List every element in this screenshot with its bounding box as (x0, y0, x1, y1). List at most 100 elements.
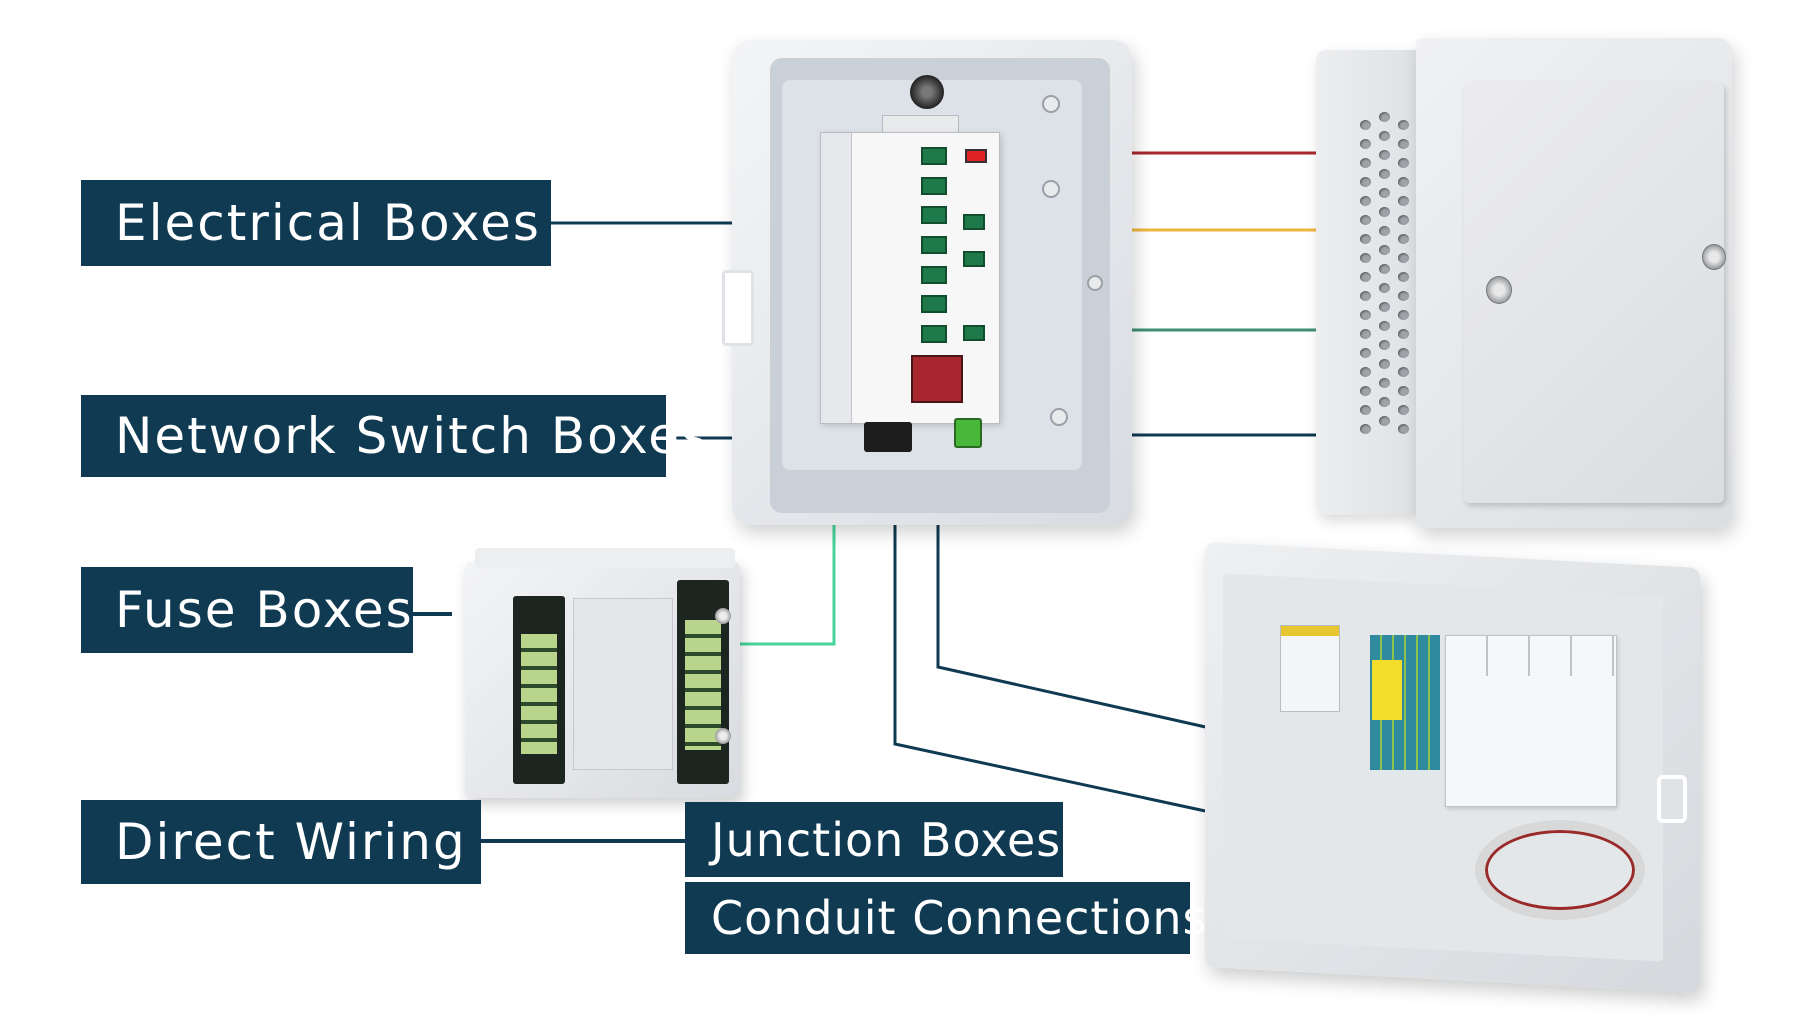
vent-hole (1379, 321, 1390, 331)
vent-hole (1398, 234, 1409, 244)
vent-hole (1379, 378, 1390, 388)
vent-hole (1398, 158, 1409, 168)
panel-latch (722, 270, 754, 346)
vent-hole (1398, 215, 1409, 225)
vent-hole (1360, 424, 1371, 434)
vent-hole (1398, 196, 1409, 206)
panel-din-bracket (882, 115, 959, 133)
breaker-row (1445, 635, 1617, 807)
terminal-yellow-top (1281, 626, 1339, 636)
vent-hole (1379, 302, 1390, 312)
panel-network-connector (864, 422, 912, 452)
vent-hole (1379, 397, 1390, 407)
breaker-module (820, 132, 1000, 424)
vent-hole (1379, 131, 1390, 141)
label-electrical-boxes: Electrical Boxes (81, 180, 551, 266)
fuse-box-top (475, 548, 735, 568)
vent-hole (1360, 177, 1371, 187)
panel-green-connector (954, 418, 982, 448)
knockout-slot (1657, 775, 1687, 823)
vent-hole (1360, 234, 1371, 244)
relay-yellow (1372, 660, 1402, 720)
ventilation-holes (1360, 112, 1420, 460)
vent-hole (1379, 245, 1390, 255)
screw-icon (715, 608, 731, 624)
breaker-switch-green (963, 325, 985, 341)
vent-hole (1360, 310, 1371, 320)
vent-hole (1398, 310, 1409, 320)
breaker-switch-green (921, 266, 947, 284)
breaker-switch-red (965, 149, 987, 163)
breaker-terminal-red (911, 355, 963, 403)
vent-hole (1398, 177, 1409, 187)
label-fuse-boxes: Fuse Boxes (81, 567, 413, 653)
vent-hole (1379, 416, 1390, 426)
breaker-switch-green (921, 325, 947, 343)
breaker-switch-green (921, 177, 947, 195)
vent-hole (1360, 272, 1371, 282)
vent-hole (1360, 120, 1371, 130)
vent-hole (1360, 139, 1371, 149)
panel-gland-icon (910, 75, 944, 109)
breaker-switch-green (963, 214, 985, 230)
screw-icon (1087, 275, 1103, 291)
vent-hole (1379, 207, 1390, 217)
vent-hole (1398, 291, 1409, 301)
vent-hole (1360, 291, 1371, 301)
terminal-block (1280, 625, 1340, 712)
breaker-switch-green (921, 236, 947, 254)
vent-hole (1398, 329, 1409, 339)
vent-hole (1360, 329, 1371, 339)
vent-hole (1398, 120, 1409, 130)
fuse-center-cover (573, 598, 673, 770)
vent-hole (1398, 424, 1409, 434)
label-junction-boxes: Junction Boxes (685, 802, 1063, 877)
breaker-switch-green (921, 295, 947, 313)
fuse-box (465, 548, 740, 798)
screw-icon (1042, 180, 1060, 198)
vent-hole (1379, 226, 1390, 236)
vent-hole (1379, 340, 1390, 350)
vent-hole (1379, 283, 1390, 293)
breaker-module-side (821, 133, 852, 423)
vent-hole (1379, 359, 1390, 369)
vent-hole (1379, 188, 1390, 198)
vent-hole (1379, 169, 1390, 179)
vent-hole (1360, 367, 1371, 377)
vent-hole (1360, 405, 1371, 415)
label-direct-wiring: Direct Wiring (81, 800, 481, 884)
vent-hole (1398, 405, 1409, 415)
vent-hole (1398, 272, 1409, 282)
breaker-slots (1446, 636, 1616, 676)
screw-icon (1050, 408, 1068, 426)
label-network-switch-boxes: Network Switch Boxes (81, 395, 707, 477)
vent-hole (1360, 253, 1371, 263)
vent-hole (1360, 215, 1371, 225)
open-junction-box (1205, 542, 1705, 993)
fuse-cells (521, 634, 557, 754)
vent-hole (1379, 264, 1390, 274)
vent-hole (1379, 150, 1390, 160)
vent-hole (1360, 348, 1371, 358)
vent-hole (1360, 158, 1371, 168)
vent-hole (1398, 253, 1409, 263)
open-breaker-panel (722, 40, 1132, 525)
circuit-board (1370, 635, 1440, 770)
vent-hole (1398, 386, 1409, 396)
vent-hole (1398, 348, 1409, 358)
vent-hole (1398, 139, 1409, 149)
vent-hole (1398, 367, 1409, 377)
breaker-switch-green (921, 206, 947, 224)
closed-vented-enclosure (1316, 38, 1732, 528)
breaker-switch-green (963, 251, 985, 267)
vent-hole (1360, 386, 1371, 396)
door-lock-icon (1486, 276, 1512, 304)
label-conduit-connections: Conduit Connections (685, 882, 1206, 954)
fuse-row-left (513, 596, 565, 784)
coiled-cable (1475, 820, 1645, 920)
wire-blue-to-junction-lower (893, 440, 1211, 814)
vent-hole (1360, 196, 1371, 206)
screw-icon (1042, 95, 1060, 113)
door-lock-icon (1702, 244, 1726, 270)
fuse-cells (685, 620, 721, 750)
